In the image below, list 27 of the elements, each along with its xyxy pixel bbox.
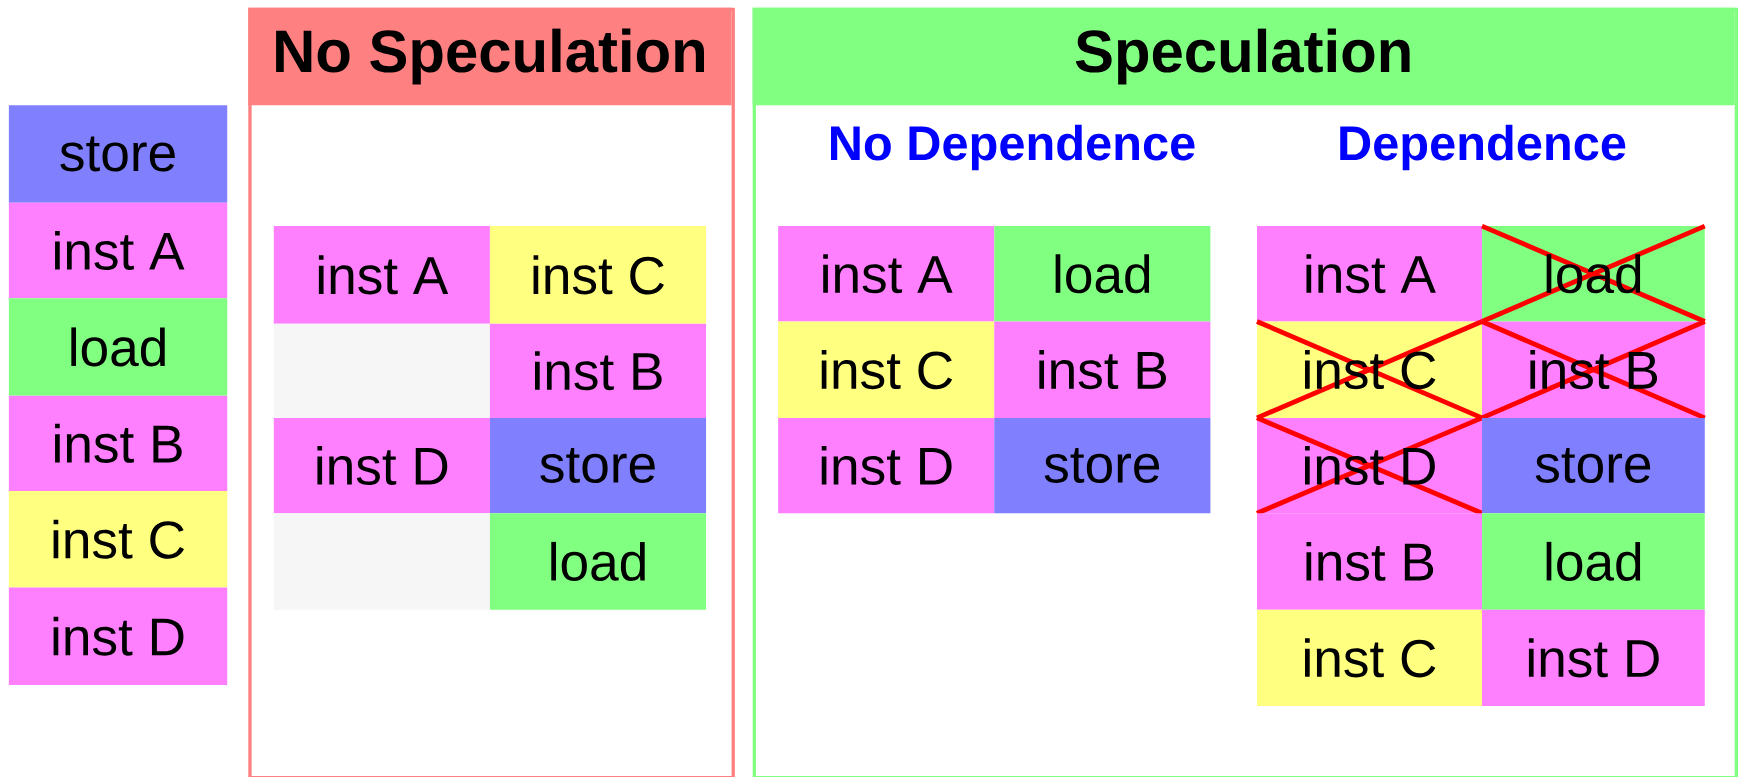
instruction-cell: inst B (8, 395, 228, 492)
instruction-cell: store (1482, 417, 1705, 514)
instruction-cell: inst C (1256, 609, 1482, 707)
node-label: inst B (1306, 541, 1434, 581)
instruction-cell: inst B (489, 323, 707, 418)
instruction-cell: inst A (778, 226, 995, 322)
instruction-cell: inst C (8, 491, 228, 588)
instruction-cell: load (8, 298, 228, 396)
instruction-cell: inst A (1256, 226, 1482, 322)
instruction-cell: inst A (273, 226, 490, 324)
instruction-cell: inst C (489, 226, 707, 324)
instruction-cell: inst B (1256, 513, 1482, 610)
instruction-cell: load (1482, 513, 1705, 610)
instruction-cell: store (994, 417, 1211, 514)
instruction-cell: inst B (994, 321, 1211, 418)
subheading: No Dependence (831, 124, 1195, 171)
instruction-cell: inst C (778, 321, 995, 418)
instruction-cell: load (489, 513, 707, 610)
instruction-cell: store (489, 417, 707, 514)
instruction-cell: inst D (1482, 609, 1705, 707)
instruction-cell: store (8, 105, 228, 203)
instruction-cell: load (994, 226, 1211, 322)
instruction-cell: inst D (8, 587, 228, 685)
subheading: Dependence (1340, 124, 1626, 171)
instruction-cell: inst A (8, 202, 228, 299)
instruction-cell: inst D (273, 417, 490, 514)
instruction-cell: inst D (778, 417, 995, 514)
